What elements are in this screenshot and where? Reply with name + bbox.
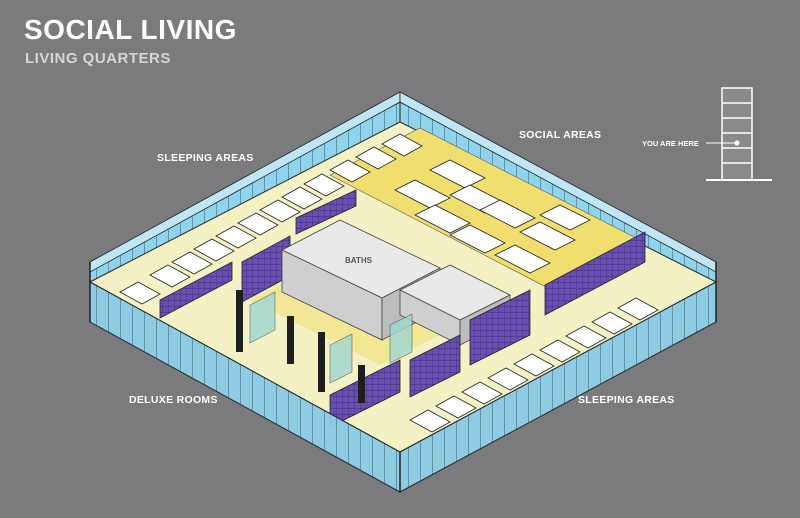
deluxe-rooms	[236, 290, 413, 403]
label-baths: BATHS	[345, 256, 372, 265]
locker-bank	[295, 189, 357, 235]
page-title: SOCIAL LIVING	[24, 14, 237, 45]
label-sleeping-areas-bottom: SLEEPING AREAS	[578, 394, 675, 406]
social-area-tables	[394, 159, 591, 274]
locker-bank	[159, 261, 233, 319]
label-social-areas: SOCIAL AREAS	[519, 129, 602, 141]
locker-bank	[469, 289, 531, 366]
back-glass-walls	[89, 91, 717, 283]
locker-bank	[409, 334, 461, 398]
front-glass-walls	[89, 262, 717, 493]
you-are-here-dot	[734, 140, 740, 146]
label-sleeping-areas-top: SLEEPING AREAS	[157, 152, 254, 164]
you-are-here-label: YOU ARE HERE	[642, 139, 699, 148]
label-deluxe-rooms: DELUXE ROOMS	[129, 394, 218, 406]
page-subtitle: LIVING QUARTERS	[25, 50, 171, 67]
sleeping-area-top-left	[119, 133, 423, 319]
building-locator	[706, 87, 772, 181]
sleeping-area-bottom-right	[409, 297, 659, 433]
locker-bank	[544, 231, 646, 316]
